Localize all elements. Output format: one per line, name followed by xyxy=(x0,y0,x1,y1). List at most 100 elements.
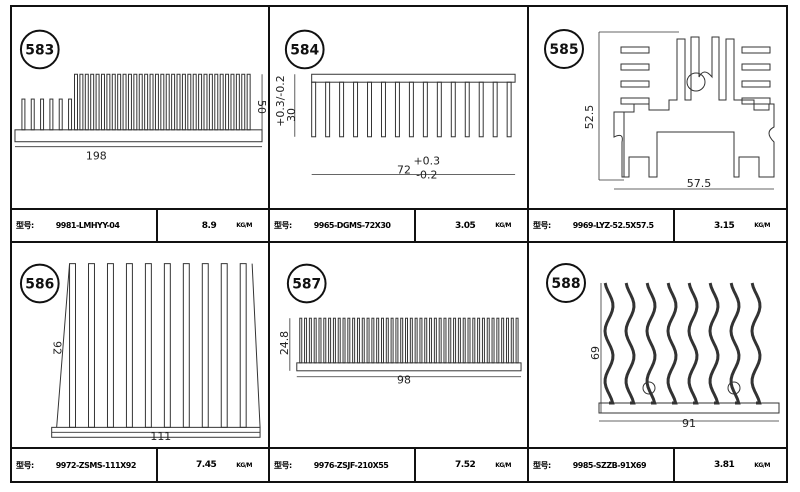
wavy-fin xyxy=(750,282,762,405)
fin xyxy=(506,81,512,138)
clip-slot xyxy=(727,381,741,395)
profile-number: 584 xyxy=(290,42,319,58)
fin xyxy=(318,317,322,364)
fin xyxy=(149,73,154,131)
fin xyxy=(457,317,461,364)
wavy-fin xyxy=(603,282,615,405)
profile-number: 585 xyxy=(549,42,578,58)
fin xyxy=(165,73,170,131)
fin xyxy=(138,73,143,131)
fin xyxy=(491,317,495,364)
fin xyxy=(467,317,471,364)
fin xyxy=(347,317,351,364)
fin xyxy=(74,73,78,131)
side-fin xyxy=(741,97,771,105)
fin xyxy=(353,81,359,138)
fin xyxy=(239,263,247,428)
badge-circle xyxy=(546,263,586,303)
profile-588-drawing: 588 69 91 xyxy=(529,243,786,447)
dimension-label: +0.3/-0.2 xyxy=(274,75,287,126)
wavy-fin xyxy=(666,282,678,405)
fin xyxy=(95,73,100,131)
fin xyxy=(433,317,437,364)
model-label: 型号: xyxy=(274,460,292,470)
fin xyxy=(88,263,95,428)
fin xyxy=(220,263,228,428)
fin xyxy=(422,81,428,138)
weight: 3.05 xyxy=(455,220,476,231)
dimension-label: 198 xyxy=(86,150,107,163)
fin xyxy=(40,98,45,131)
fin xyxy=(400,317,404,364)
fin xyxy=(154,73,159,131)
fin xyxy=(339,81,345,138)
side-fin xyxy=(620,63,650,71)
fin xyxy=(380,317,384,364)
badge-circle xyxy=(19,29,60,70)
fin xyxy=(133,73,138,131)
weight: 7.52 xyxy=(455,460,476,470)
dimension-label: 91 xyxy=(682,417,696,430)
dimension-label: 30 xyxy=(285,108,298,122)
weight: 8.9 xyxy=(201,220,217,231)
fin xyxy=(419,317,423,364)
clip-slot xyxy=(686,72,706,92)
fin xyxy=(182,263,190,428)
profile-outline xyxy=(56,263,261,428)
fin xyxy=(160,73,165,131)
wavy-fin xyxy=(624,282,636,405)
fin xyxy=(84,73,89,131)
dimension-label: 69 xyxy=(589,346,602,360)
fin xyxy=(462,317,466,364)
fin xyxy=(394,81,400,138)
dimension-label: 57.5 xyxy=(687,177,712,190)
fin xyxy=(376,317,380,364)
side-fin xyxy=(741,80,771,88)
fin xyxy=(332,317,336,364)
fin xyxy=(395,317,399,364)
fin xyxy=(30,98,35,131)
fin xyxy=(304,317,308,364)
fin xyxy=(486,317,490,364)
fin xyxy=(409,317,413,364)
fin xyxy=(203,73,208,131)
fin xyxy=(478,81,484,138)
fin xyxy=(367,81,372,138)
fin xyxy=(481,317,485,364)
weight: 3.15 xyxy=(714,220,735,231)
fin xyxy=(464,81,470,138)
model-label: 型号: xyxy=(533,460,551,470)
fin xyxy=(380,81,386,138)
side-fin xyxy=(741,46,771,54)
fin xyxy=(308,317,312,364)
base-plate xyxy=(311,73,516,83)
side-fin xyxy=(741,63,771,71)
fin xyxy=(58,98,63,131)
fin xyxy=(68,98,73,131)
fin xyxy=(325,81,331,138)
fin xyxy=(241,73,246,131)
model-code: 9985-SZZB-91X69 xyxy=(572,460,647,470)
heatsink-profile xyxy=(613,36,775,178)
fin xyxy=(390,317,394,364)
unit: KG/M xyxy=(236,222,252,229)
fin xyxy=(371,317,375,364)
fin xyxy=(424,317,428,364)
unit: KG/M xyxy=(495,222,511,229)
model-label: 型号: xyxy=(274,221,292,230)
profile-number: 588 xyxy=(551,276,580,292)
clip-slot xyxy=(642,381,656,395)
dimension-label: +0.3 xyxy=(414,155,441,168)
wavy-fin xyxy=(687,282,699,405)
fin xyxy=(408,81,414,138)
fin xyxy=(313,317,317,364)
wavy-fin xyxy=(645,282,657,405)
fin xyxy=(163,263,171,428)
model-code: 9981-LMHYY-04 xyxy=(55,221,120,230)
fin xyxy=(436,81,442,138)
